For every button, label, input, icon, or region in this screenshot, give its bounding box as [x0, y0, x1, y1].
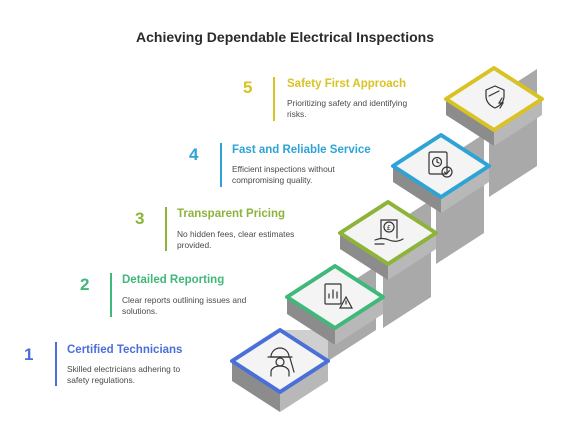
step-4-description: Efficient inspections without compromisi…: [232, 164, 335, 186]
diagram-title: Achieving Dependable Electrical Inspecti…: [136, 29, 434, 45]
step-3-top: [338, 200, 438, 266]
step-4-desc-line-2: compromising quality.: [232, 175, 313, 185]
step-5-divider: [273, 77, 275, 121]
step-3-divider: [165, 207, 167, 251]
step-1-divider: [55, 342, 57, 386]
step-5-desc-line-2: risks.: [287, 109, 307, 119]
step-3-number: 3: [135, 209, 145, 228]
step-5-top: [444, 66, 544, 132]
step-4-number: 4: [189, 145, 199, 164]
step-5-description: Prioritizing safety and identifying risk…: [287, 98, 407, 120]
step-4-desc-line-1: Efficient inspections without: [232, 164, 335, 174]
report-warning-icon: [324, 283, 354, 309]
step-3-desc-line-2: provided.: [177, 240, 212, 250]
step-2-number: 2: [80, 275, 90, 294]
step-5-number: 5: [243, 78, 253, 97]
step-4-divider: [220, 143, 222, 187]
step-1-description: Skilled electricians adhering to safety …: [67, 364, 180, 386]
step-2-desc-line-1: Clear reports outlining issues and: [122, 295, 247, 305]
step-1-number: 1: [24, 345, 34, 364]
step-4-title: Fast and Reliable Service: [232, 144, 371, 156]
pricing-receipt-icon: £: [374, 219, 404, 245]
step-5-desc-line-1: Prioritizing safety and identifying: [287, 98, 408, 108]
step-3-desc-line-1: No hidden fees, clear estimates: [177, 229, 295, 239]
svg-text:£: £: [387, 224, 391, 232]
technician-icon: [267, 347, 295, 377]
step-2-top: [285, 264, 385, 330]
step-3-description: No hidden fees, clear estimates provided…: [177, 229, 294, 251]
step-2-description: Clear reports outlining issues and solut…: [122, 295, 246, 317]
step-3-title: Transparent Pricing: [177, 208, 286, 220]
shield-lightning-icon: [485, 85, 505, 109]
step-2-divider: [110, 273, 112, 317]
step-4-top: [391, 133, 491, 199]
step-1-desc-line-2: safety regulations.: [67, 375, 135, 385]
step-2-desc-line-2: solutions.: [122, 306, 158, 316]
step-1-top: [230, 328, 330, 394]
step-2-title: Detailed Reporting: [122, 274, 225, 286]
step-1-desc-line-1: Skilled electricians adhering to: [67, 364, 181, 374]
step-1-title: Certified Technicians: [67, 344, 183, 356]
step-5-title: Safety First Approach: [287, 78, 407, 90]
clock-check-icon: [428, 151, 453, 178]
